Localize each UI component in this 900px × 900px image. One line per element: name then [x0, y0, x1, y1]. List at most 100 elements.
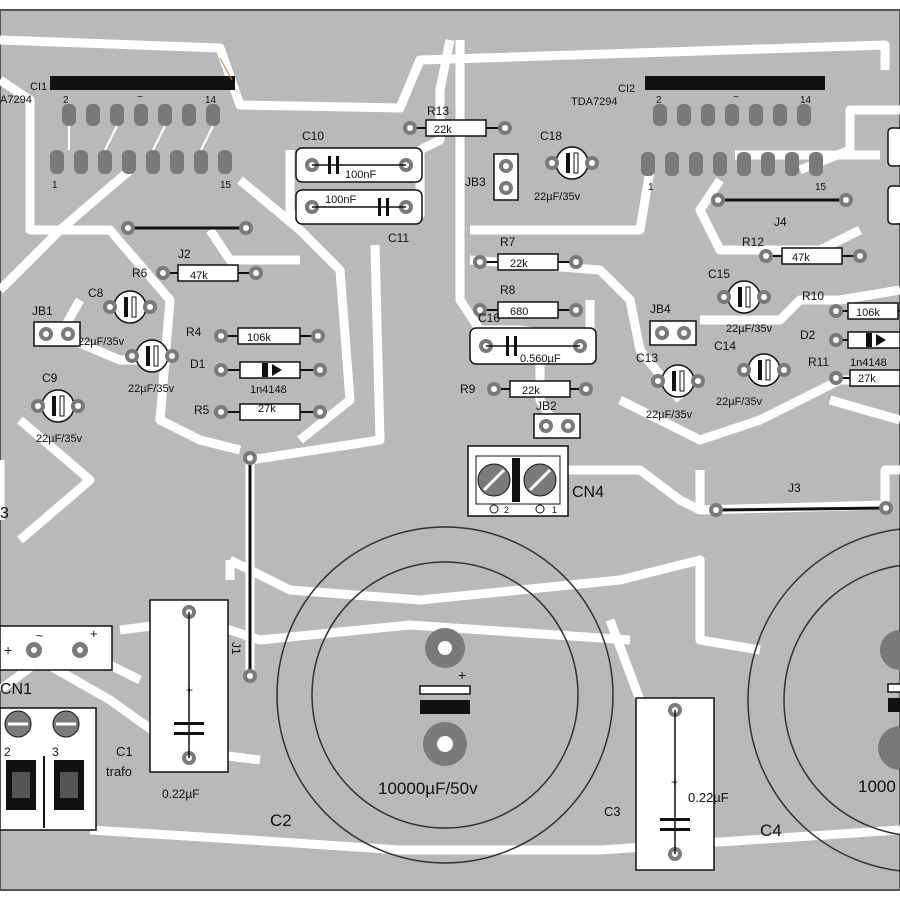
c3-value: 0.22µF: [688, 790, 729, 805]
capacitor-c8[interactable]: C8 22µF/35v: [78, 286, 157, 348]
r12-ref: R12: [742, 235, 764, 249]
resistor-r8[interactable]: R8 680: [473, 283, 583, 319]
c15-value: 22µF/35v: [726, 323, 773, 335]
jumpers: JB1 JB3 JB4 JB2 J2 J4: [32, 153, 893, 683]
c4-value: 1000: [858, 777, 896, 796]
c14-value: 22µF/35v: [716, 396, 763, 408]
r13-value: 22k: [434, 124, 452, 136]
r4-value: 106k: [247, 332, 271, 344]
edge-label: 3: [0, 505, 9, 522]
resistor-r6[interactable]: R6 47k: [132, 264, 263, 282]
capacitor-c16[interactable]: C16 0.560µF: [469, 311, 597, 365]
c2-plus: +: [458, 667, 466, 683]
ic1-pin-15: 15: [220, 180, 232, 191]
capacitor-c1[interactable]: + C1 trafo 0.22µF: [106, 599, 229, 801]
c7-value: 22µF/35v: [128, 383, 175, 395]
resistor-r5[interactable]: R5 27k: [194, 403, 327, 421]
r10-value: 106k: [856, 307, 880, 319]
diode-d1[interactable]: D1 1n4148: [190, 357, 327, 396]
capacitor-c18[interactable]: C18 22µF/35v: [534, 129, 599, 203]
d1-value: 1n4148: [250, 384, 287, 396]
jumper-jb3[interactable]: JB3: [465, 153, 519, 201]
resistor-r4[interactable]: R4 106k: [186, 325, 325, 345]
diodes: D1 1n4148 D2 1n4148: [190, 328, 900, 396]
capacitor-c3[interactable]: + C3 0.22µF: [604, 697, 729, 871]
ic2-pin-mid: ~: [733, 92, 739, 103]
jumper-jb2[interactable]: JB2: [533, 399, 581, 439]
c15-ref: C15: [708, 267, 730, 281]
film-caps: C10 100nF 100nF C11 C16 0.560µF: [295, 129, 597, 365]
capacitor-c10[interactable]: C10 100nF: [295, 129, 423, 183]
wire-jumper-j2[interactable]: J2: [121, 221, 253, 261]
ic2-ref: CI2: [618, 83, 635, 95]
connector-cn4[interactable]: 2 1 CN4: [467, 445, 604, 517]
capacitor-c15[interactable]: C15 22µF/35v: [708, 267, 773, 335]
capacitor-c11[interactable]: 100nF C11: [295, 189, 423, 245]
wire-jumper-j4[interactable]: J4: [711, 193, 853, 229]
cn1-pin-2: 2: [4, 745, 11, 759]
c16-ref: C16: [478, 311, 500, 325]
cn4-pin-1: 1: [552, 505, 557, 515]
capacitor-c2[interactable]: + 10000µF/50v C2: [270, 526, 614, 864]
r5-value: 27k: [258, 403, 276, 415]
c8-value: 22µF/35v: [78, 336, 125, 348]
jb4-label: JB4: [650, 302, 671, 316]
ic1-pin-2: 2: [63, 95, 69, 106]
c10-ref: C10: [302, 129, 324, 143]
c3-ref: C3: [604, 804, 621, 819]
cn4-pin-2: 2: [504, 505, 509, 515]
jumper-jb4[interactable]: JB4: [649, 302, 697, 346]
diode-d2[interactable]: D2 1n4148: [800, 328, 900, 369]
d1-ref: D1: [190, 357, 206, 371]
j2-label: J2: [178, 247, 191, 261]
ic1-pin-1: 1: [52, 180, 58, 191]
resistor-r12[interactable]: R12 47k: [742, 235, 867, 265]
wire-jumper-j1[interactable]: J1: [229, 451, 257, 683]
c1-plus: +: [186, 683, 193, 697]
c14-ref: C14: [714, 339, 736, 353]
wire-jumper-j3[interactable]: J3: [709, 481, 893, 517]
connector-cn1[interactable]: + ~ + CN1 2 3: [0, 625, 113, 831]
r11-value: 27k: [858, 373, 876, 385]
cn1-plus-right: +: [90, 626, 98, 641]
r10-ref: R10: [802, 289, 824, 303]
jb1-label: JB1: [32, 304, 53, 318]
c13-value: 22µF/35v: [646, 409, 693, 421]
c11-ref: C11: [388, 231, 409, 245]
r13-ref: R13: [427, 104, 449, 118]
resistor-r9[interactable]: R9 22k: [460, 380, 593, 398]
jumper-jb1[interactable]: JB1: [32, 304, 81, 347]
c13-ref: C13: [636, 351, 658, 365]
r4-ref: R4: [186, 325, 202, 339]
resistor-r11[interactable]: R11 27k: [808, 355, 900, 387]
r5-ref: R5: [194, 403, 210, 417]
j3-label: J3: [788, 481, 801, 495]
c8-ref: C8: [88, 286, 104, 300]
d2-value: 1n4148: [850, 357, 887, 369]
r8-value: 680: [510, 306, 528, 318]
capacitor-c13[interactable]: C13 22µF/35v: [636, 351, 705, 421]
r11-ref: R11: [808, 355, 829, 369]
capacitor-c7[interactable]: 22µF/35v: [125, 339, 179, 395]
c9-value: 22µF/35v: [36, 433, 83, 445]
r9-ref: R9: [460, 382, 476, 396]
j4-label: J4: [774, 215, 787, 229]
c3-plus: +: [671, 775, 678, 789]
resistor-r7[interactable]: R7 22k: [473, 235, 583, 271]
r6-value: 47k: [190, 270, 208, 282]
resistor-r10[interactable]: R10 106k: [802, 289, 900, 320]
jb2-label: JB2: [536, 399, 557, 413]
cn1-ref: CN1: [0, 681, 32, 698]
capacitor-c14[interactable]: C14 22µF/35v: [714, 339, 791, 408]
c2-ref: C2: [270, 811, 292, 830]
resistor-r13[interactable]: R13 22k: [403, 104, 512, 137]
ic1-ref: CI1: [30, 81, 47, 93]
ic1[interactable]: CI1 A7294 2 ~ 14 1 15: [0, 57, 235, 191]
ic2[interactable]: CI2 TDA7294 2 ~ 14 1 15: [571, 76, 827, 193]
capacitor-c9[interactable]: C9 22µF/35v: [31, 371, 85, 445]
ic2-pin-2: 2: [656, 95, 662, 106]
c4-ref: C4: [760, 821, 782, 840]
ic2-pin-14: 14: [800, 95, 812, 106]
capacitor-c4[interactable]: 1000 C4: [747, 528, 900, 872]
